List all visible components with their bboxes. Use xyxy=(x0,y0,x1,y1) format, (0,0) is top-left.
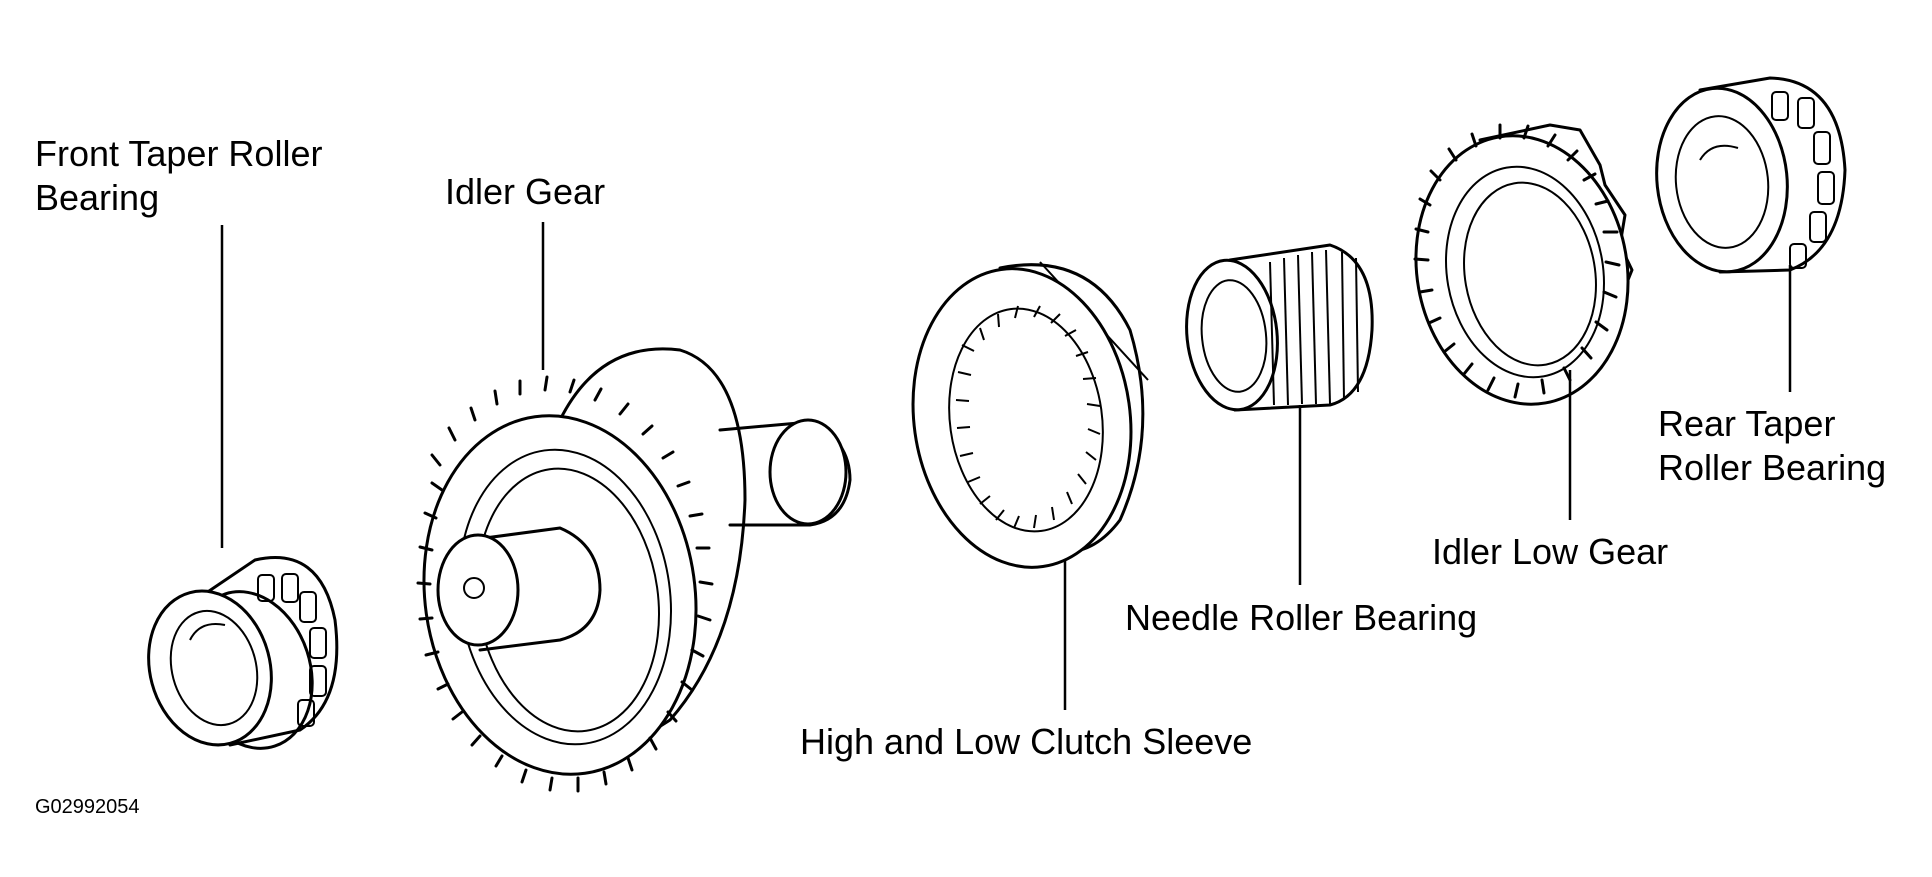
figure-id: G02992054 xyxy=(35,796,140,818)
idler-gear-label: Idler Gear xyxy=(445,171,606,212)
rear-bearing-label-line1: Rear Taper xyxy=(1658,403,1836,444)
rear-taper-roller-bearing-label: Rear Taper Roller Bearing xyxy=(1658,402,1886,490)
front-taper-roller-bearing-label: Front Taper Roller Bearing xyxy=(35,132,322,220)
front-bearing-label-line2: Bearing xyxy=(35,177,160,218)
front-bearing-label-line1: Front Taper Roller xyxy=(35,133,323,174)
needle-roller-bearing-label: Needle Roller Bearing xyxy=(1125,597,1478,638)
idler-low-gear-label: Idler Low Gear xyxy=(1432,531,1669,572)
needle-roller-bearing-drawing xyxy=(1185,243,1374,585)
rear-bearing-label-line2: Roller Bearing xyxy=(1658,447,1887,488)
idler-low-gear-drawing xyxy=(1413,123,1634,520)
front-taper-roller-bearing-drawing xyxy=(147,225,339,750)
idler-gear-drawing xyxy=(416,222,852,793)
rear-taper-roller-bearing-drawing xyxy=(1655,76,1847,392)
clutch-sleeve-label: High and Low Clutch Sleeve xyxy=(800,721,1253,762)
clutch-sleeve-drawing xyxy=(911,261,1149,710)
